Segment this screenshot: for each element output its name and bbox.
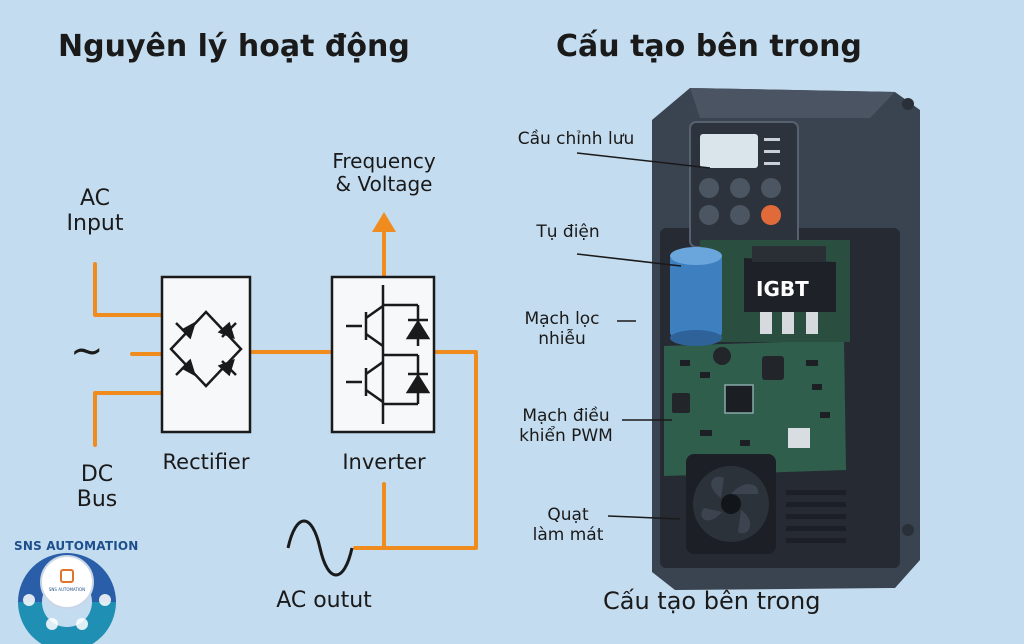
brand-badge-text: SNS AUTOMATION: [48, 587, 86, 592]
igbt-module: [744, 246, 836, 334]
output-arrow-head: [372, 212, 396, 232]
title-structure: Cấu tạo bên trong: [556, 29, 862, 64]
title-structure-bottom: Cấu tạo bên trong: [603, 587, 821, 615]
label-rectifier-bridge: Cầu chỉnh lưu: [517, 129, 635, 149]
orange-wiring: [93, 220, 478, 550]
dc-bus-line-1: DC: [80, 462, 114, 487]
frequency-line-1: Frequency: [332, 149, 436, 173]
label-fan-line-2: làm mát: [532, 524, 604, 545]
dc-bus-line-2: Bus: [76, 487, 118, 513]
frequency-line-2: & Voltage: [335, 172, 433, 196]
igbt-symbol: [346, 285, 431, 424]
frequency-voltage-label: Frequency & Voltage: [318, 150, 450, 196]
dc-bus-label: DC Bus: [60, 462, 134, 513]
title-principle: Nguyên lý hoạt động: [58, 29, 410, 64]
label-pwm-line-1: Mạch điều: [522, 406, 610, 426]
ac-output-sine: [286, 519, 354, 577]
label-filter-line-1: Mạch lọc: [524, 309, 600, 329]
label-pwm: Mạch điều khiển PWM: [508, 406, 624, 446]
label-filter: Mạch lọc nhiễu: [508, 309, 616, 349]
keypad-panel: [689, 121, 799, 248]
dc-bus-wire: [93, 391, 164, 447]
ac-input-wire: [93, 262, 164, 317]
diode-bridge-symbol: [169, 310, 243, 388]
sns-logo: [18, 553, 116, 644]
vent-slots: [786, 490, 846, 543]
input-sine-symbol: ~: [70, 328, 104, 374]
label-filter-line-2: nhiễu: [538, 328, 586, 349]
igbt-chip-label: IGBT: [756, 277, 809, 301]
label-fan: Quạt làm mát: [528, 505, 608, 545]
inverter-output-loop-wire: [353, 350, 478, 550]
label-fan-line-1: Quạt: [547, 505, 589, 525]
capacitor-part: [670, 247, 731, 365]
ac-output-label: AC outut: [276, 588, 372, 613]
inverter-block: [330, 275, 436, 434]
brand-name: SNS AUTOMATION: [14, 539, 139, 553]
rectifier-label: Rectifier: [162, 450, 250, 474]
label-capacitor: Tụ điện: [536, 222, 600, 242]
rectifier-block: [160, 275, 252, 434]
inverter-label: Inverter: [342, 450, 426, 474]
ac-input-line-1: AC: [79, 186, 111, 211]
ac-input-line-2: Input: [66, 211, 124, 237]
label-pwm-line-2: khiển PWM: [519, 425, 613, 446]
leader-lines: [576, 152, 711, 520]
cooling-fan: [686, 454, 776, 554]
ac-input-label: AC Input: [58, 186, 132, 237]
